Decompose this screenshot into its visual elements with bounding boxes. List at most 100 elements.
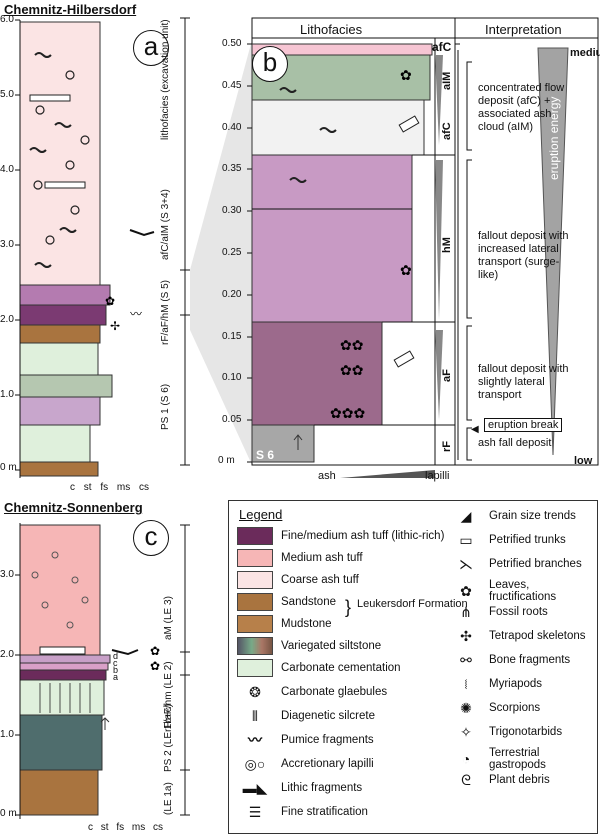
gastropod-icon: ◔	[461, 751, 471, 767]
svg-text:〰: 〰	[130, 307, 142, 321]
legend-fine-stratification: ☰Fine stratification	[237, 803, 368, 821]
a-tick-5: 5.0	[0, 89, 14, 100]
svg-text:✿: ✿	[400, 67, 412, 83]
b-header-lithofacies: Lithofacies	[300, 22, 363, 37]
b-tick-10: 0.50	[222, 38, 242, 49]
c-tick-0: 0 m	[0, 808, 17, 819]
scorpion-icon: ✺	[460, 699, 472, 716]
a-unit-1: lithofacies (excavation unit)	[160, 19, 171, 140]
b-tick-6: 0.30	[222, 205, 242, 216]
bone-icon: ⚯	[460, 651, 472, 668]
b-layer-af	[251, 321, 383, 426]
a-green-layer-1	[19, 424, 91, 463]
legend-fine-ash-tuff: Fine/medium ash tuff (lithic-rich)	[237, 527, 444, 545]
legend-mudstone: Mudstone	[237, 615, 332, 633]
svg-text:✿: ✿	[105, 294, 115, 308]
b-interp-break: eruption break	[484, 418, 563, 432]
panel-c-log: ✿ ✿	[15, 523, 190, 819]
panel-a-label: a	[133, 30, 169, 66]
b-x-lapilli: lapilli	[425, 470, 450, 482]
silcrete-icon: ⦀	[251, 707, 259, 724]
c-x-ticks: c st fs ms cs	[88, 822, 164, 833]
a-y-ticks	[15, 19, 20, 471]
b-layer-afc-top	[251, 43, 433, 56]
panel-b-log: ✿ ✿ ✿✿ ✿✿ ✿✿✿	[190, 17, 599, 478]
svg-text:✿✿: ✿✿	[340, 337, 363, 353]
tetrapod-icon: ✣	[460, 627, 472, 644]
b-layer-afc-lower	[251, 99, 425, 156]
b-facies-aim: aIM	[441, 71, 453, 90]
plant-debris-icon: ᘓ	[461, 771, 471, 788]
b-energy-bottom: low	[574, 455, 593, 467]
b-tick-4: 0.20	[222, 289, 242, 300]
legend-grain-size-trends: ◢Grain size trends	[451, 507, 576, 525]
b-energy-label: eruption energy	[547, 96, 561, 180]
a-sandstone-base	[19, 461, 99, 477]
a-x-ticks: c st fs ms cs	[70, 482, 150, 493]
a-tick-2: 2.0	[0, 314, 14, 325]
panel-c-title: Chemnitz-Sonnenberg	[4, 500, 143, 515]
b-x-ash: ash	[318, 470, 336, 482]
svg-text:✢: ✢	[110, 319, 120, 333]
pumice-icon: 〰	[248, 732, 262, 748]
lapilli-icon: ◎○	[244, 755, 266, 772]
b-energy-top: medium	[570, 47, 600, 59]
a-sandstone-2	[19, 324, 101, 344]
legend-coarse-ash-tuff: Coarse ash tuff	[237, 571, 359, 589]
b-header-interpretation: Interpretation	[485, 22, 562, 37]
svg-text:✿✿✿: ✿✿✿	[330, 405, 365, 421]
svg-text:✿: ✿	[150, 659, 160, 673]
branch-icon: ⋋	[459, 555, 473, 572]
c-tick-2: 2.0	[0, 649, 14, 660]
lithic-icon: ▬◣	[242, 779, 268, 796]
legend-terrestrial-gastropods: ◔Terrestrial gastropods	[451, 747, 597, 771]
svg-text:✿: ✿	[150, 644, 160, 658]
b-tick-9: 0.45	[222, 80, 242, 91]
b-tick-8: 0.40	[222, 122, 242, 133]
c-layer-d	[19, 654, 111, 664]
b-tick-7: 0.35	[222, 163, 242, 174]
c-silcrete	[19, 679, 105, 716]
a-purple-layer	[19, 394, 101, 426]
b-interp-1: concentrated flow deposit (afC) + associ…	[478, 82, 565, 133]
a-tick-1: 1.0	[0, 389, 14, 400]
c-tick-1: 1.0	[0, 729, 14, 740]
c-dark-tuff	[19, 669, 107, 681]
b-tick-0: 0 m	[218, 455, 235, 466]
c-layer-b	[19, 662, 109, 671]
b-tick-3: 0.15	[222, 331, 242, 342]
legend-variegated-siltstone: Variegated siltstone	[237, 637, 381, 655]
a-dark-tuff	[19, 304, 107, 326]
a-green-layer-2	[19, 339, 99, 376]
grain-trend-icon: ◢	[460, 507, 472, 524]
legend-pumice-fragments: 〰Pumice fragments	[237, 731, 374, 749]
a-unit-2: afC/aIM (S 3+4)	[160, 189, 171, 260]
panel-a-title: Chemnitz-Hilbersdorf	[4, 2, 137, 17]
myriapod-icon: ⧙	[464, 675, 468, 692]
a-coarse-ash-tuff	[19, 21, 101, 286]
c-tick-3: 3.0	[0, 569, 14, 580]
a-tick-3: 3.0	[0, 239, 14, 250]
glaebule-icon: ❂	[249, 683, 261, 700]
a-tick-4: 4.0	[0, 164, 14, 175]
legend-formation-label: Leukersdorf Formation	[357, 598, 468, 610]
leaf-icon: ✿	[460, 582, 472, 599]
legend-petrified-trunks: ▭Petrified trunks	[451, 531, 565, 549]
b-facies-rf: rF	[441, 441, 453, 452]
legend-petrified-branches: ⋋Petrified branches	[451, 555, 582, 573]
b-bed-label: S 6	[256, 448, 275, 462]
legend-accretionary-lapilli: ◎○Accretionary lapilli	[237, 755, 374, 773]
legend-leaves: ✿Leaves, fructifications	[451, 579, 597, 603]
c-unit-4: (LE 1a)	[163, 782, 174, 815]
panel-b-label: b	[252, 46, 288, 82]
legend-bone-fragments: ⚯Bone fragments	[451, 651, 570, 669]
panel-a-log: ✿ ✢ 〰	[15, 17, 190, 478]
root-icon: ⋔	[460, 603, 472, 620]
b-interp-3: fallout deposit with slightly lateral tr…	[478, 363, 569, 401]
panel-c-label: c	[133, 520, 169, 556]
a-conglomerate	[19, 374, 113, 398]
b-interp-4: ash fall deposit	[478, 437, 552, 449]
legend-trigonotarbids: ✧Trigonotarbids	[451, 723, 562, 741]
